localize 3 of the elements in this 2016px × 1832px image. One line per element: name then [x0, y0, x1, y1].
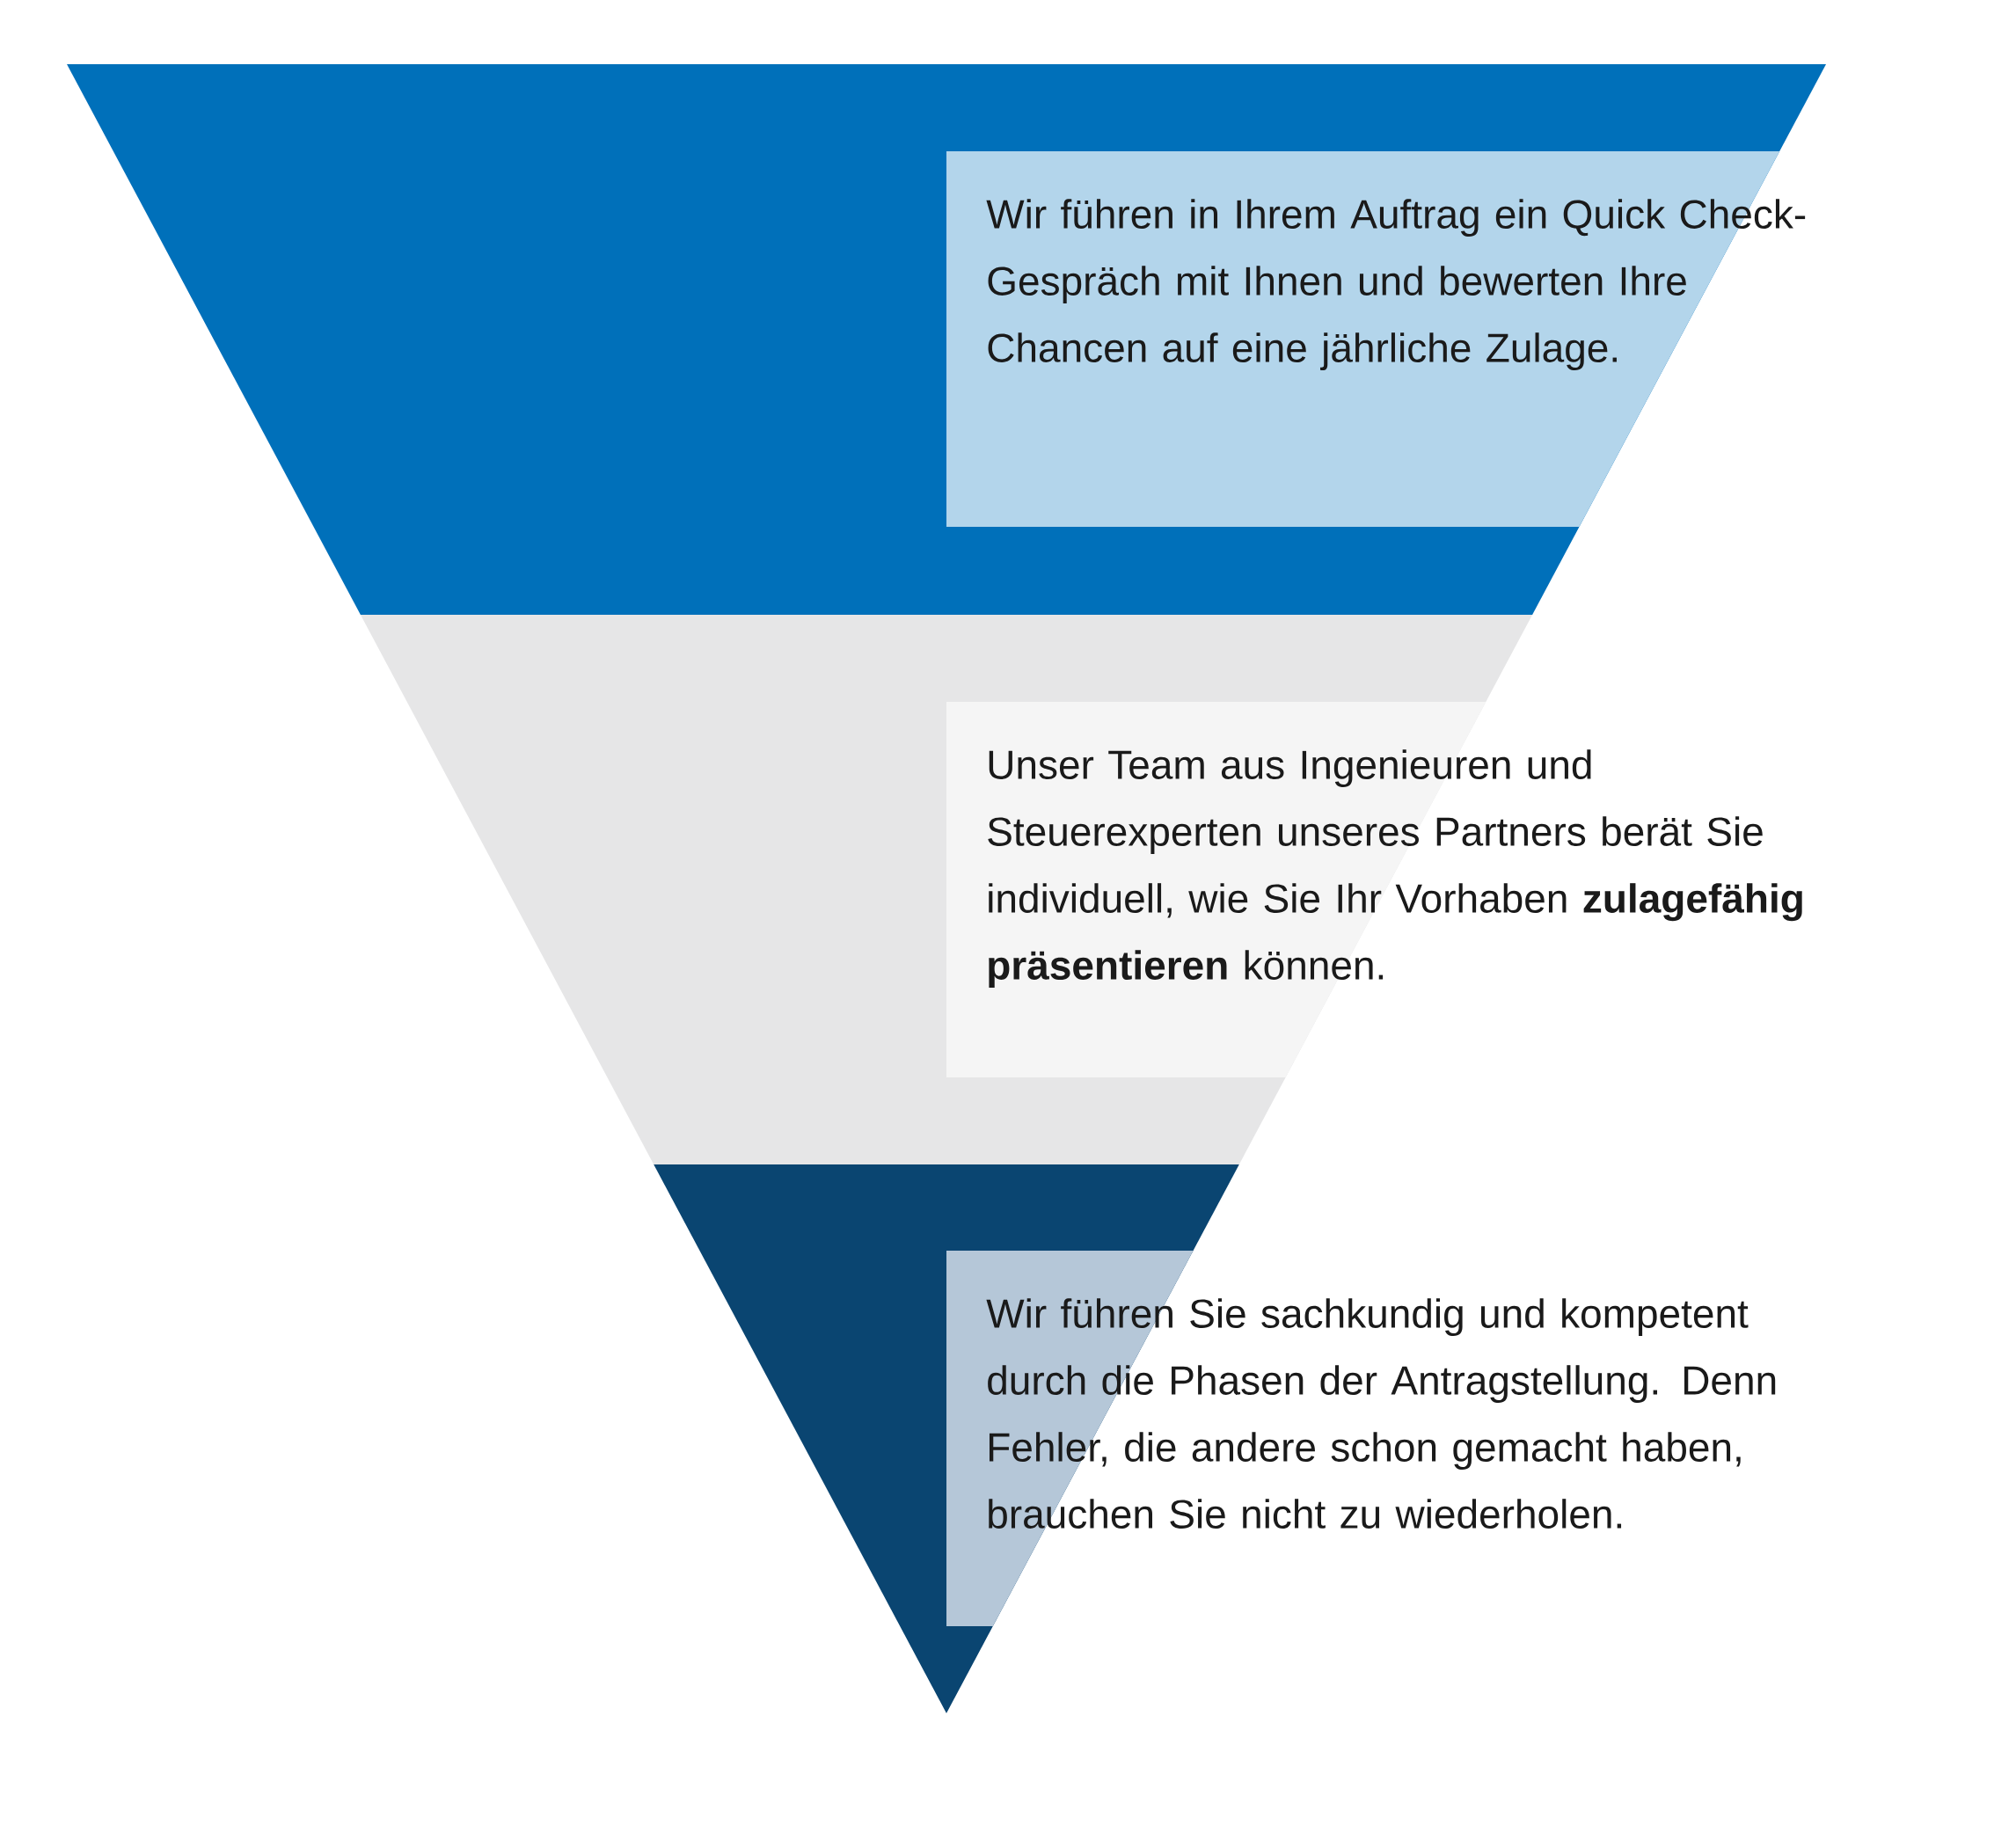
text-box: Wir führen in Ihrem Auftrag ein Quick Check-Gespräch mit Ihnen und bewerten Ihre Chancen auf eine jährliche Zulage.	[946, 151, 1826, 527]
text-box: Wir führen Sie sachkundig und kompetent durch die Phasen der Antragstellung. Denn Fehler, die andere schon gemacht haben, brauchen Sie nicht zu wiederholen.	[946, 1251, 1826, 1626]
text-box: Unser Team aus Ingenieuren und Steuerexperten unseres Partners berät Sie individuell, wie Sie Ihr Vorhaben zulagefähig präsentieren können.	[946, 702, 1826, 1077]
